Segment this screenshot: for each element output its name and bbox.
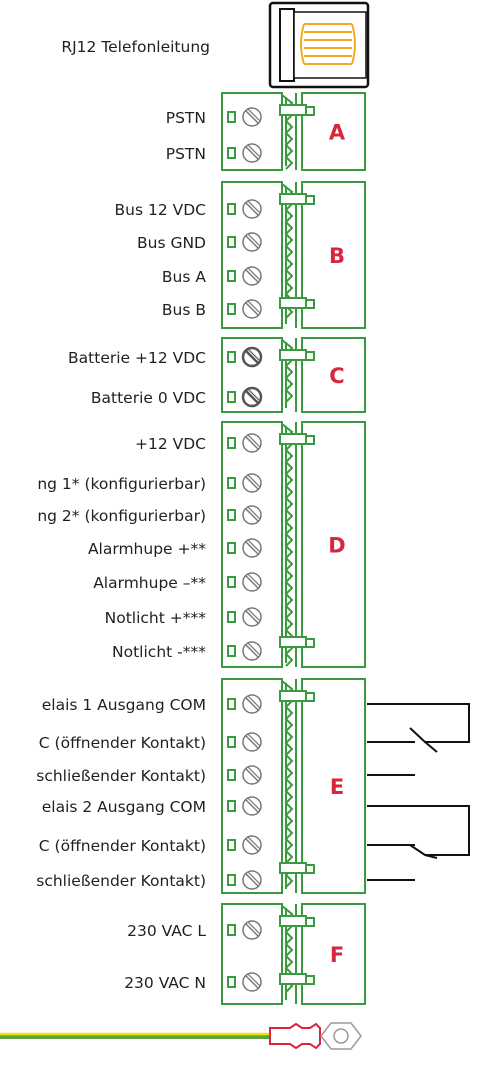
terminal-blocks: PSTN PSTN A Bus 12 VDC Bus GND Bus A Bus B B Bat… [36, 92, 366, 1005]
block-letter: C [329, 364, 344, 388]
relay-contact-icon [367, 703, 470, 776]
terminal-block-f: 230 VAC L 230 VAC N F [124, 903, 366, 1005]
screw-terminal-icon [227, 641, 262, 661]
pin-label: Bus GND [137, 234, 206, 252]
rj12-label: RJ12 Telefonleitung [61, 38, 210, 56]
terminal-block-c: Batterie +12 VDC Batterie 0 VDC C [68, 337, 366, 413]
screw-terminal-icon [227, 143, 262, 163]
pin-label: C (öffnender Kontakt) [39, 837, 206, 855]
terminal-block-e: elais 1 Ausgang COM C (öffnender Kontakt)… [36, 678, 366, 894]
pin-label: +12 VDC [135, 435, 206, 453]
screw-terminal-icon [227, 835, 262, 855]
block-letter: E [330, 775, 344, 799]
screw-terminal-icon [227, 505, 262, 525]
screw-terminal-icon [227, 433, 262, 453]
screw-terminal-icon [227, 107, 262, 127]
screw-terminal-icon [227, 765, 262, 785]
pin-label: Notlicht -*** [112, 643, 206, 661]
pin-label: Notlicht +*** [105, 609, 207, 627]
pin-label: schließender Kontakt) [36, 767, 206, 785]
block-letter: A [329, 121, 346, 145]
screw-terminal-icon [227, 538, 262, 558]
screw-terminal-icon [227, 266, 262, 286]
pin-label: ng 2* (konfigurierbar) [37, 507, 206, 525]
block-letter: F [330, 943, 344, 967]
pin-label: 230 VAC L [127, 922, 206, 940]
screw-terminal-icon [227, 920, 262, 940]
screw-terminal-icon [227, 232, 262, 252]
block-letter: D [328, 534, 345, 558]
pin-label: Alarmhupe +** [88, 540, 206, 558]
screw-terminal-icon [227, 346, 263, 368]
earth-wire [0, 1032, 270, 1039]
screw-terminal-icon [227, 299, 262, 319]
rj12-jack-icon [268, 1, 370, 89]
screw-terminal-icon [227, 386, 263, 408]
pin-label: Bus A [162, 268, 206, 286]
terminal-block-a: PSTN PSTN A [166, 92, 366, 171]
terminal-block-b: Bus 12 VDC Bus GND Bus A Bus B B [115, 181, 366, 329]
terminal-block-d: +12 VDC ng 1* (konfigurierbar) ng 2* (konf… [37, 421, 366, 668]
pin-label: Batterie 0 VDC [91, 389, 206, 407]
pin-label: elais 2 Ausgang COM [42, 798, 206, 816]
screw-terminal-icon [227, 199, 262, 219]
pin-label: Bus 12 VDC [115, 201, 206, 219]
pin-label: Bus B [162, 301, 206, 319]
pin-label: PSTN [166, 109, 206, 127]
pin-label: ng 1* (konfigurierbar) [37, 475, 206, 493]
screw-terminal-icon [227, 694, 262, 714]
screw-terminal-icon [227, 607, 262, 627]
screw-terminal-icon [227, 796, 262, 816]
relay-contact-icon [367, 805, 470, 881]
screw-terminal-icon [227, 972, 262, 992]
pin-label: 230 VAC N [124, 974, 206, 992]
pin-label: C (öffnender Kontakt) [39, 734, 206, 752]
pin-label: Alarmhupe –** [93, 574, 206, 592]
pin-label: PSTN [166, 145, 206, 163]
block-letter: B [329, 244, 345, 268]
screw-terminal-icon [227, 870, 262, 890]
pin-label: Batterie +12 VDC [68, 349, 206, 367]
pin-label: elais 1 Ausgang COM [42, 696, 206, 714]
ground-lug-icon [269, 1022, 362, 1050]
screw-terminal-icon [227, 572, 262, 592]
screw-terminal-icon [227, 732, 262, 752]
pin-label: schließender Kontakt) [36, 872, 206, 890]
screw-terminal-icon [227, 473, 262, 493]
